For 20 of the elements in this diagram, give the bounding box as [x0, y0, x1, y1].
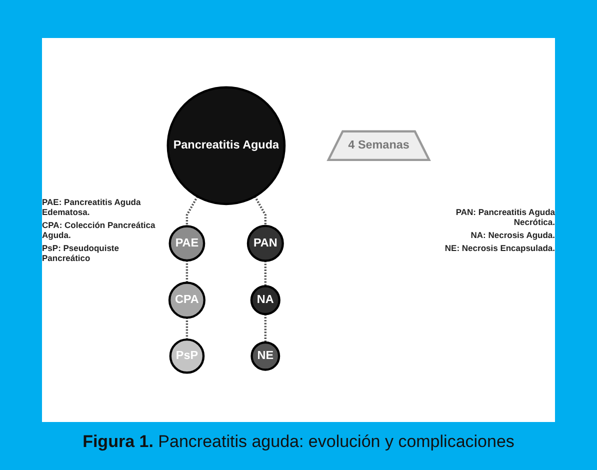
- node-circle: Pancreatitis Aguda: [166, 86, 286, 206]
- connector: [186, 196, 198, 226]
- node-circle: NE: [250, 341, 280, 371]
- abbreviation-note: PAE: Pancreatitis Aguda Edematosa.: [42, 197, 142, 217]
- figure-caption: Figura 1. Pancreatitis aguda: evolución y complicaciones: [82, 432, 516, 452]
- connector: [254, 196, 266, 226]
- node-circle: CPA: [168, 282, 206, 319]
- abbreviation-note: CPA: Colección Pancreática Aguda.: [42, 220, 156, 240]
- abbreviation-note: NE: Necrosis Encapsulada.: [444, 243, 555, 253]
- node-circle: PAE: [168, 225, 206, 262]
- connector: [264, 260, 266, 286]
- abbreviation-note: NA: Necrosis Aguda.: [470, 230, 555, 240]
- abbreviation-note: PAN: Pancreatitis Aguda Necrótica.: [454, 207, 555, 227]
- abbreviation-note: PsP: Pseudoquiste Pancreático: [42, 243, 120, 263]
- connector: [186, 318, 188, 340]
- node-circle: PsP: [169, 338, 205, 374]
- node-circle: NA: [250, 285, 280, 316]
- connector: [264, 314, 266, 342]
- node-circle: PAN: [246, 224, 284, 262]
- connector: [186, 260, 188, 283]
